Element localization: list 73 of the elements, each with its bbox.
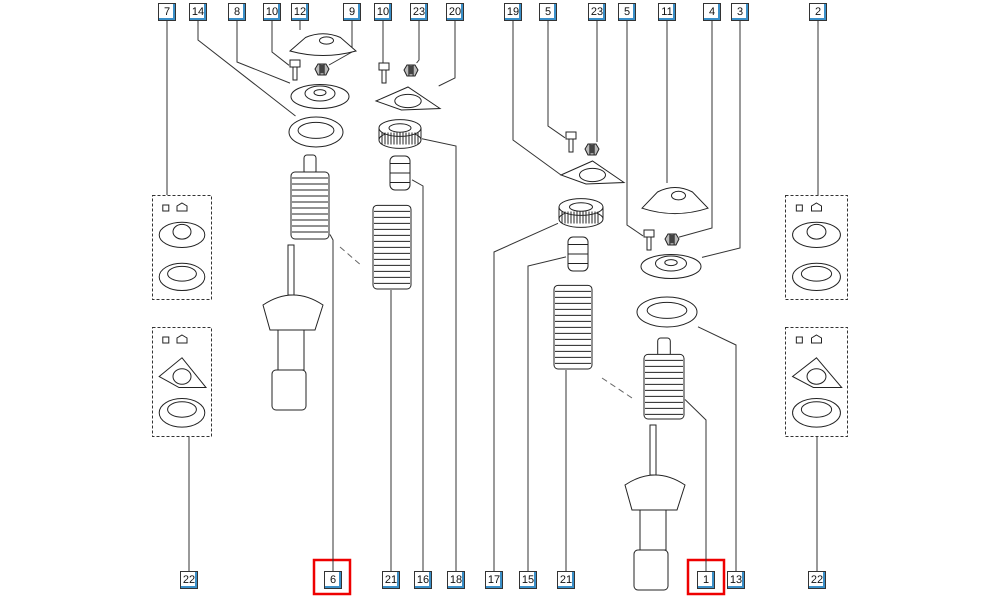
leader-line [198,20,296,116]
callout-number: 9 [343,3,361,21]
bolt-drawing [378,63,390,83]
bolt-drawing [565,132,577,152]
callout-number: 10 [263,3,281,21]
leader-line [412,179,424,572]
leader-line [666,20,668,184]
kit-assembly-drawing [785,195,848,300]
callout-number: 23 [410,3,428,21]
nut-drawing [585,142,599,156]
callout-number: 7 [158,3,176,21]
callout-number: 20 [446,3,464,21]
callout-number: 6 [324,571,342,589]
callout-number: 5 [539,3,557,21]
bearing-ring-drawing [636,296,698,328]
leader-line [548,20,566,138]
leader-line [684,399,706,572]
callout-number: 16 [414,571,432,589]
leader-line [438,20,456,86]
callout-number: 3 [731,3,749,21]
leader-line [626,20,644,236]
bolt-drawing [289,60,301,80]
kit-assembly-drawing [785,327,848,437]
leader-line [528,256,566,572]
bearing-drawing [378,119,422,149]
callout-number: 14 [189,3,207,21]
bump-stop-drawing [388,154,412,192]
callout-number: 5 [618,3,636,21]
nut-drawing [315,62,329,76]
leader-line [382,20,384,64]
callout-number: 21 [557,571,575,589]
nut-drawing [665,232,679,246]
callout-number: 22 [180,571,198,589]
leader-line [702,20,740,258]
callout-number: 15 [519,571,537,589]
callout-number: 1 [697,571,715,589]
callout-number: 10 [374,3,392,21]
callout-number: 17 [485,571,503,589]
leader-line [328,20,352,66]
leader-line [512,20,562,176]
callout-number: 4 [703,3,721,21]
leader-line [390,290,392,572]
callout-number: 12 [291,3,309,21]
bearing-drawing [558,198,604,228]
bump-stop-drawing [566,235,590,273]
leader-line [272,20,290,66]
callout-number: 18 [447,571,465,589]
callout-number: 22 [808,571,826,589]
dust-boot-drawing [290,155,330,240]
leader-line [330,234,334,572]
callout-number: 21 [382,571,400,589]
leader-line [188,436,190,572]
dust-boot-drawing [643,338,685,420]
callout-number: 2 [809,3,827,21]
leader-line [416,20,420,64]
leader-line [816,436,818,572]
callout-number: 13 [727,571,745,589]
leader-line [236,20,290,84]
leader-line [698,326,736,572]
leader-line [678,20,712,238]
leader-line [166,20,168,196]
callout-number: 11 [658,3,676,21]
leader-line [422,138,456,572]
callout-number: 19 [504,3,522,21]
leader-line [596,20,598,142]
bearing-ring-drawing [288,116,344,148]
bolt-drawing [643,230,655,250]
callout-number: 23 [588,3,606,21]
kit-assembly-drawing [152,195,212,300]
kit-assembly-drawing [152,327,212,437]
callout-number: 8 [228,3,246,21]
leader-line [494,222,558,572]
nut-drawing [404,63,418,77]
